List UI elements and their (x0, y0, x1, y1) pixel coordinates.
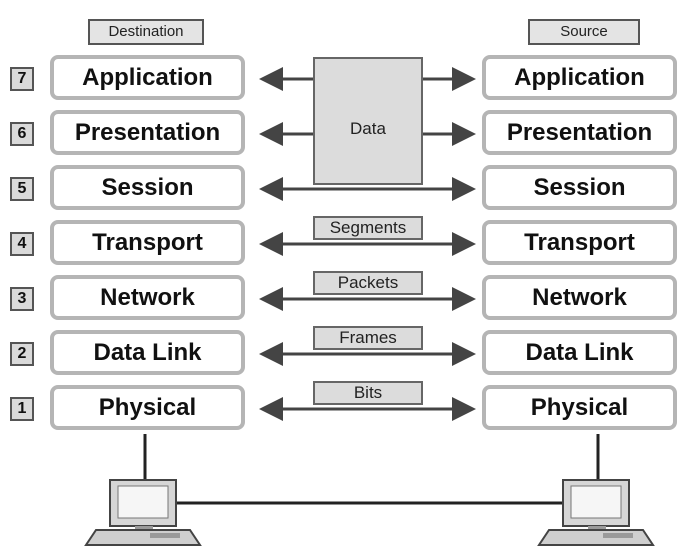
destination-layer-transport: Transport (50, 220, 245, 265)
source-layer-network: Network (482, 275, 677, 320)
pdu-data-box: Data (313, 57, 423, 185)
pdu-segments-label: Segments (313, 216, 423, 240)
destination-layer-presentation: Presentation (50, 110, 245, 155)
source-label: Source (528, 19, 640, 45)
layer-number-7: 7 (10, 67, 34, 91)
source-stack: Application Presentation Session Transpo… (482, 55, 677, 435)
destination-layer-physical: Physical (50, 385, 245, 430)
layer-number-4: 4 (10, 232, 34, 256)
pdu-packets-label: Packets (313, 271, 423, 295)
pdu-bits-label: Bits (313, 381, 423, 405)
destination-layer-application: Application (50, 55, 245, 100)
layer-number-1: 1 (10, 397, 34, 421)
source-layer-physical: Physical (482, 385, 677, 430)
source-layer-data-link: Data Link (482, 330, 677, 375)
layer-number-6: 6 (10, 122, 34, 146)
destination-label: Destination (88, 19, 204, 45)
destination-layer-session: Session (50, 165, 245, 210)
destination-layer-data-link: Data Link (50, 330, 245, 375)
source-layer-application: Application (482, 55, 677, 100)
pdu-frames-label: Frames (313, 326, 423, 350)
destination-layer-network: Network (50, 275, 245, 320)
source-layer-transport: Transport (482, 220, 677, 265)
layer-number-2: 2 (10, 342, 34, 366)
source-layer-session: Session (482, 165, 677, 210)
left-computer-icon (84, 479, 202, 546)
layer-number-5: 5 (10, 177, 34, 201)
right-computer-icon (537, 479, 655, 546)
layer-arrows (259, 67, 476, 421)
layer-number-3: 3 (10, 287, 34, 311)
source-layer-presentation: Presentation (482, 110, 677, 155)
destination-stack: Application Presentation Session Transpo… (50, 55, 245, 435)
